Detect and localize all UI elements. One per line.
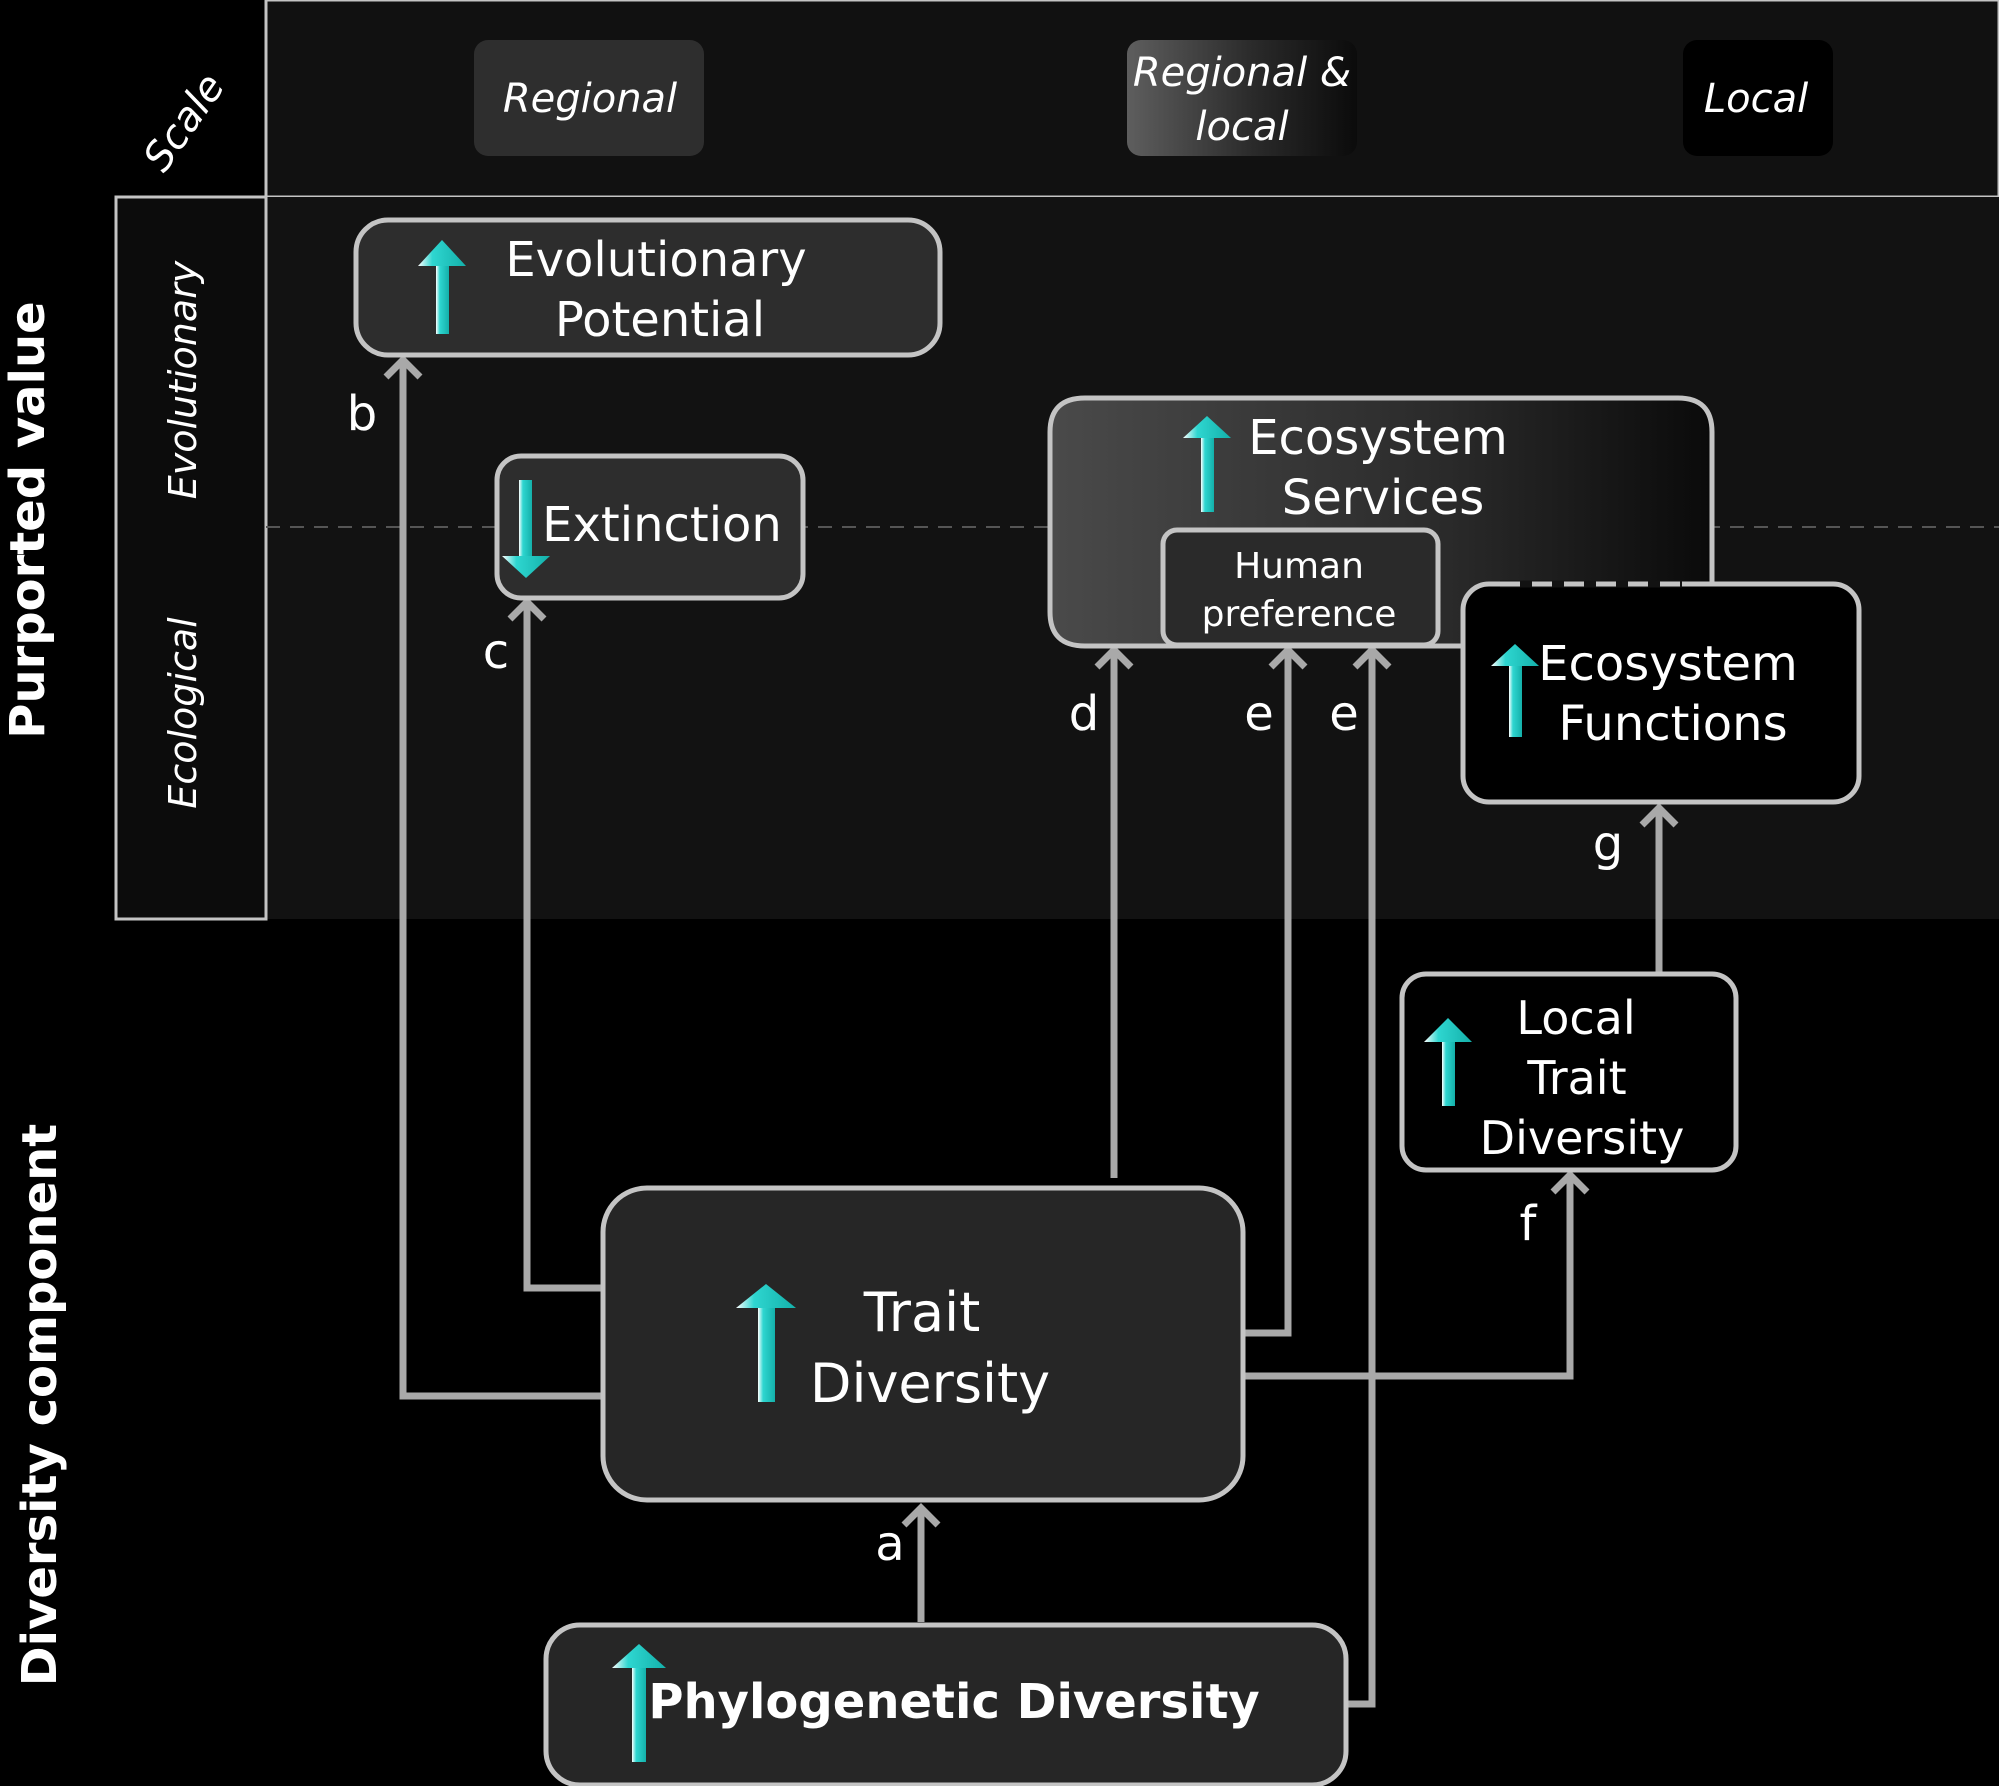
edge-e1-arrowhead [1268,645,1308,670]
scale-chip-local: Local [1683,40,1833,156]
node-trait-diversity-line1: Trait [863,1281,981,1344]
edge-label-d: d [1069,686,1099,742]
node-human-preference-line1: Human [1234,546,1364,587]
up-arrow-icon [418,240,466,334]
node-human-preference-line2: preference [1202,594,1397,635]
edge-f-line [1244,1175,1574,1380]
down-arrow-icon [502,480,550,578]
up-arrow-icon [612,1644,666,1762]
node-phylogenetic-diversity-label: Phylogenetic Diversity [648,1674,1259,1730]
edge-label-e1: e [1244,686,1274,742]
node-extinction: Extinction [494,453,806,601]
node-local-trait-diversity-line2: Trait [1526,1051,1626,1105]
evolutionary-row-label: Evolutionary [161,260,205,499]
node-human-preference: Human preference [1160,527,1441,648]
node-ecosystem-functions-line1: Ecosystem [1538,636,1798,692]
scale-chip-regional-local-line2: local [1195,104,1288,150]
edge-e1-line [1244,650,1292,1337]
node-local-trait-diversity-line1: Local [1516,991,1635,1045]
node-local-trait-diversity-line3: Diversity [1480,1111,1685,1165]
node-local-trait-diversity: Local Trait Diversity [1399,971,1739,1173]
node-evolutionary-potential: Evolutionary Potential [353,217,943,358]
node-trait-diversity-line2: Diversity [810,1352,1050,1415]
connectors [383,355,1679,1708]
edge-e2-line [1346,650,1376,1708]
node-ecosystem-functions-line2: Functions [1558,696,1787,752]
edge-label-e2: e [1329,686,1359,742]
edge-label-a: a [875,1516,904,1572]
scale-chip-regional-local: Regional & local [1127,40,1357,156]
up-arrow-icon [1491,644,1539,737]
node-phylogenetic-diversity: Phylogenetic Diversity [543,1622,1349,1786]
value-label-panel [114,195,268,921]
up-arrow-icon [1424,1018,1472,1106]
node-extinction-label: Extinction [542,497,782,553]
ecological-row-label: Ecological [161,617,205,809]
scale-chip-regional-label: Regional [503,76,677,122]
edge-a-arrowhead [901,1503,941,1528]
edge-d-arrowhead [1094,645,1134,670]
node-ecosystem-functions: Ecosystem Functions [1460,580,1862,805]
scale-chip-regional-local-line1: Regional & [1133,50,1351,96]
edge-f-arrowhead [1550,1170,1590,1195]
scale-chip-regional: Regional [474,40,704,156]
edge-g-arrowhead [1639,803,1679,828]
purported-value-axis-label: Purported value [0,301,56,738]
edge-c-arrowhead [507,597,547,622]
node-trait-diversity: Trait Diversity [600,1185,1246,1503]
edge-label-b: b [347,386,377,442]
diversity-component-axis-label: Diversity component [12,1124,68,1686]
edge-b-line [399,360,601,1400]
node-ecosystem-services-line2: Services [1282,470,1484,526]
scale-chip-local-label: Local [1704,76,1808,122]
edge-c-line [523,602,601,1292]
edge-label-g: g [1593,816,1623,872]
node-evolutionary-potential-line2: Potential [555,292,765,348]
edge-label-c: c [483,624,509,680]
up-arrow-icon [1183,416,1231,512]
node-evolutionary-potential-line1: Evolutionary [505,232,806,288]
edge-b-arrowhead [383,355,423,380]
edge-e2-arrowhead [1352,645,1392,670]
edge-label-f: f [1520,1196,1538,1252]
up-arrow-icon [736,1284,796,1402]
node-ecosystem-services-line1: Ecosystem [1248,410,1508,466]
